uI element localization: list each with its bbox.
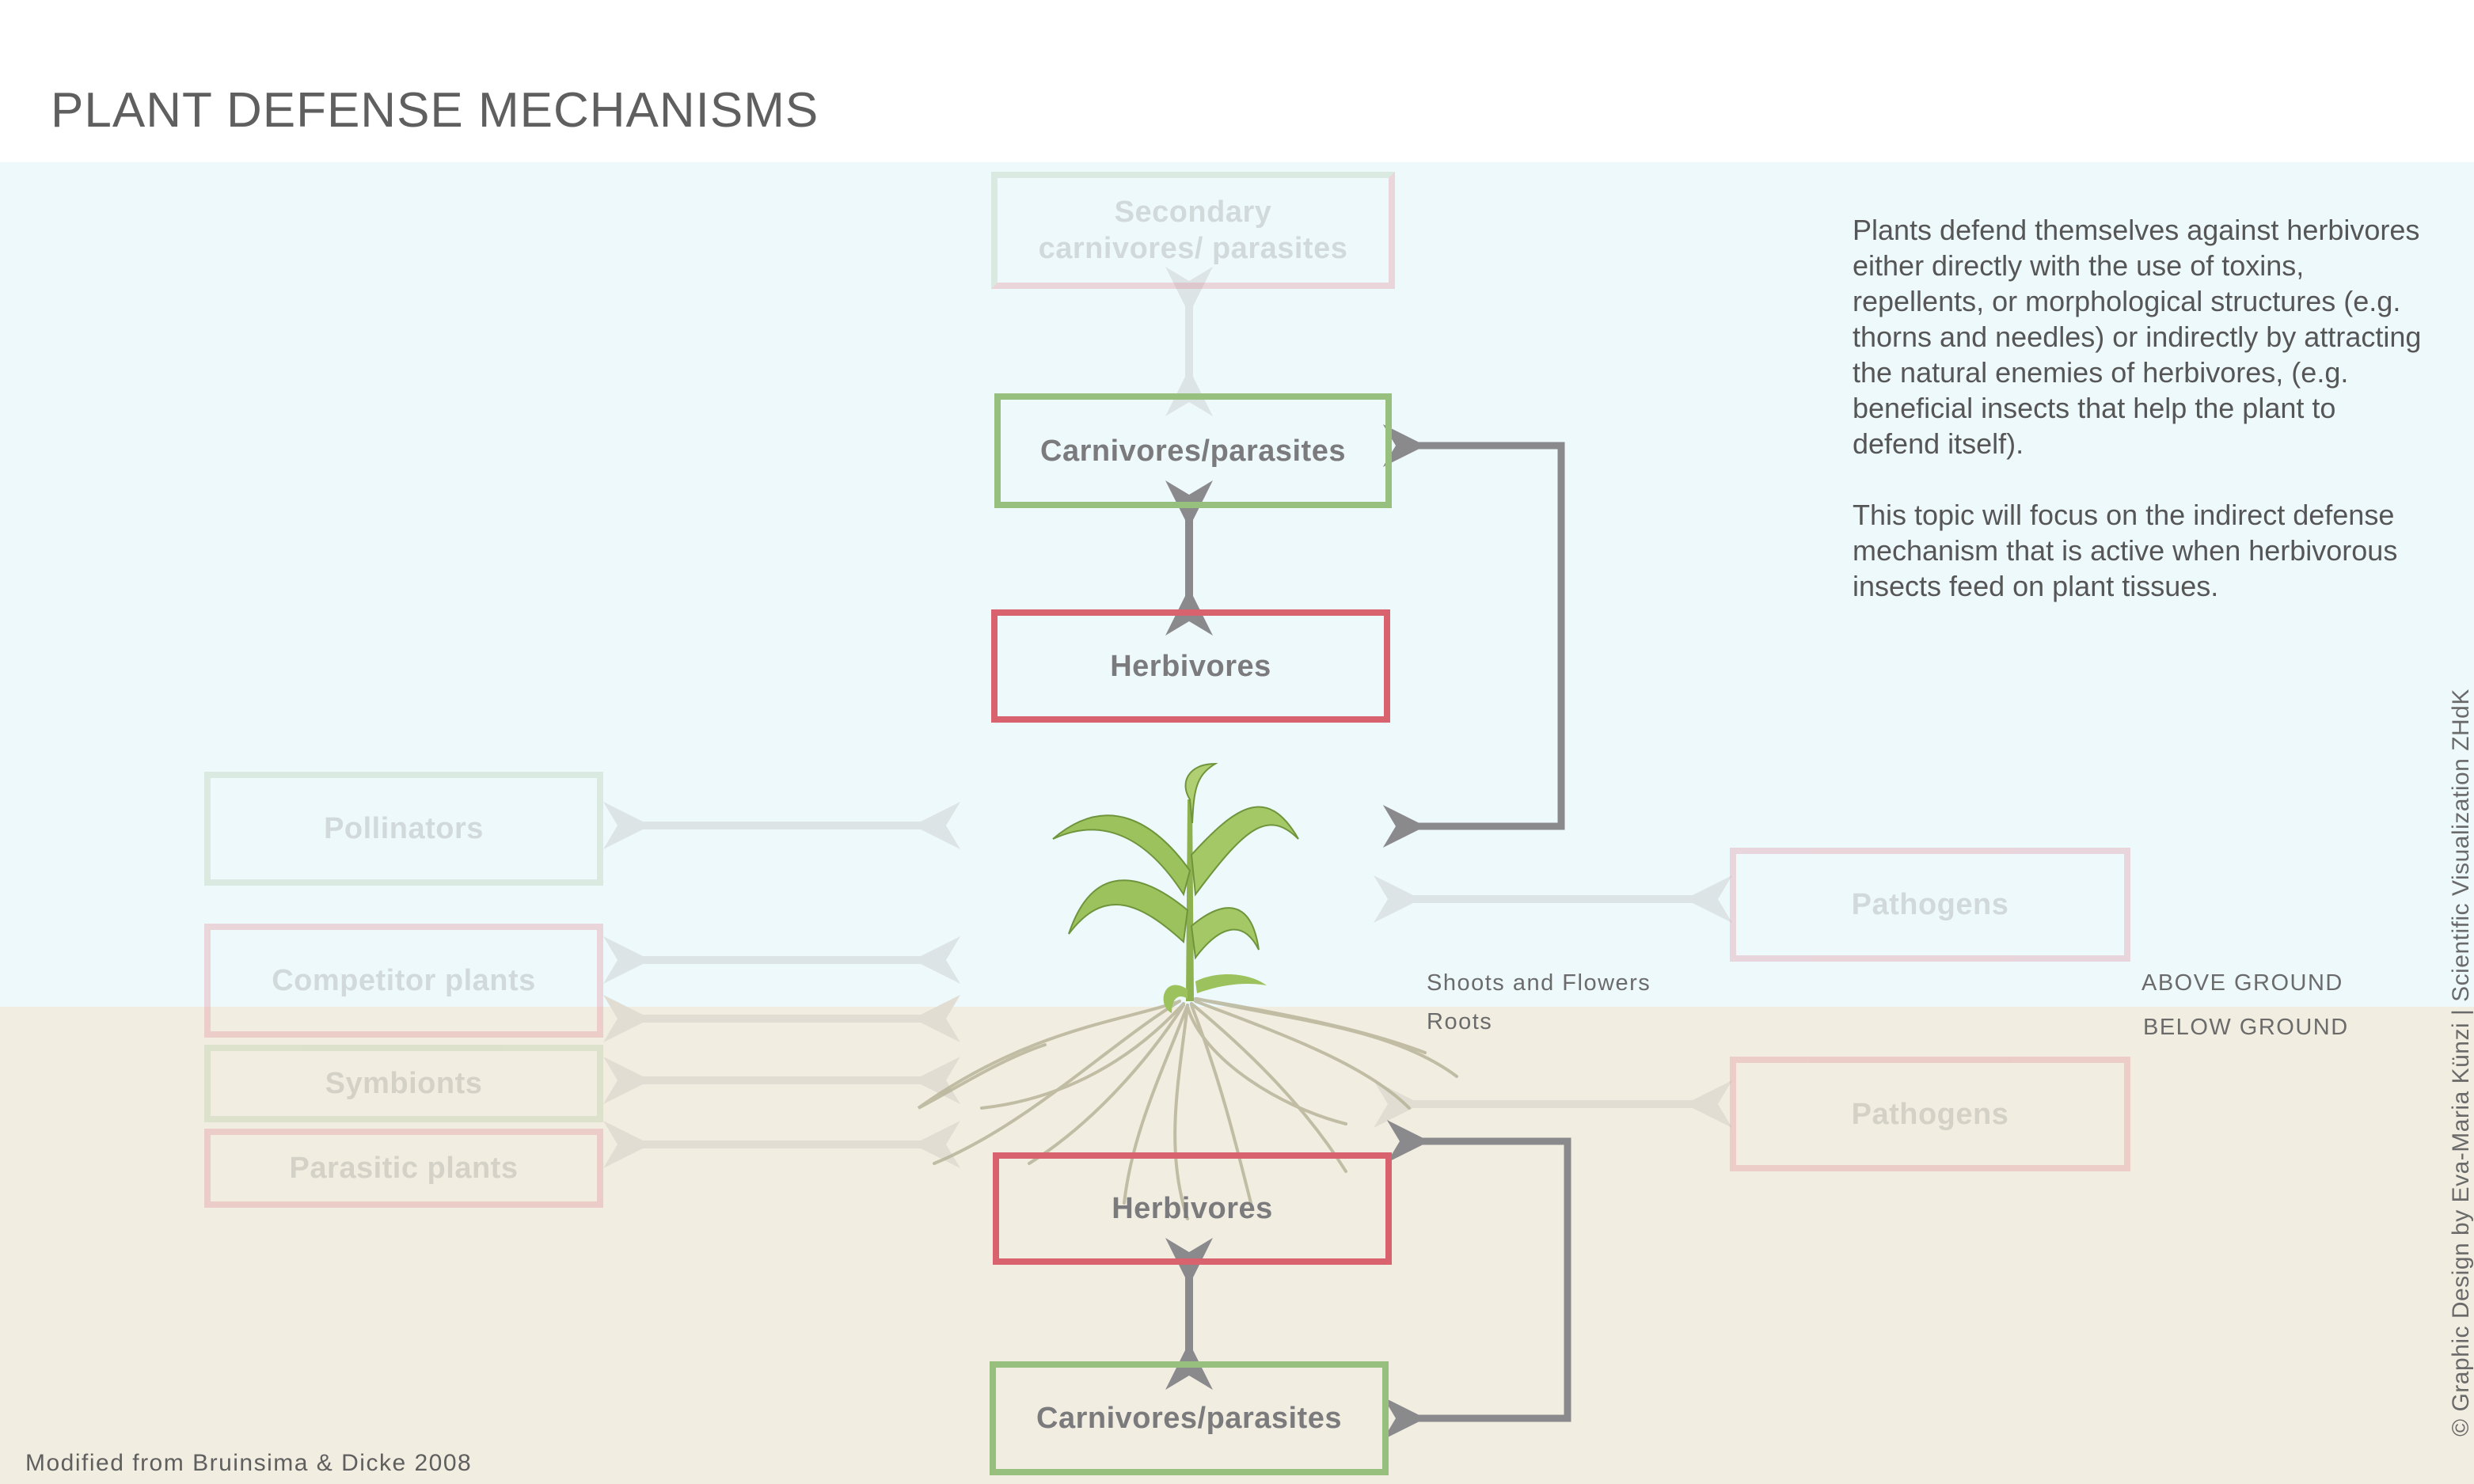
roots-illustration (917, 997, 1458, 1220)
plant-illustration (917, 762, 1458, 1220)
parasitic-plants-box: Parasitic plants (204, 1129, 603, 1208)
competitor-plants-box: Competitor plants (204, 924, 603, 1038)
herbivores-above-box: Herbivores (991, 609, 1390, 723)
herbivores-above-label: Herbivores (1110, 649, 1271, 683)
below-ground-label: BELOW GROUND (2143, 1015, 2349, 1040)
symbionts-label: Symbionts (325, 1067, 483, 1100)
feedback-arrow-above (1382, 424, 1565, 848)
secondary-carnivores-box: Secondary carnivores/ parasites (991, 172, 1395, 289)
pathogens-above-box: Pathogens (1730, 848, 2130, 962)
secondary-carnivores-label: Secondary carnivores/ parasites (1038, 195, 1348, 265)
description-paragraph-2: This topic will focus on the indirect de… (1853, 499, 2398, 602)
carnivores-below-box: Carnivores/parasites (990, 1361, 1389, 1475)
below-ground-zone (0, 1007, 2474, 1484)
description-paragraph-1: Plants defend themselves against herbivo… (1853, 214, 2422, 460)
source-citation: Modified from Bruinsima & Dicke 2008 (25, 1450, 473, 1476)
competitor-plants-label: Competitor plants (272, 964, 536, 997)
symbionts-box: Symbionts (204, 1045, 603, 1122)
pathogens-below-label: Pathogens (1851, 1097, 2009, 1131)
description-text: Plants defend themselves against herbivo… (1853, 212, 2423, 640)
pollinators-label: Pollinators (324, 812, 484, 845)
shoot-illustration (1052, 762, 1299, 1013)
above-ground-zone (0, 162, 2474, 1007)
carnivores-below-label: Carnivores/parasites (1036, 1402, 1342, 1435)
above-ground-label: ABOVE GROUND (2141, 970, 2343, 996)
herbivores-below-label: Herbivores (1112, 1192, 1273, 1225)
carnivores-above-label: Carnivores/parasites (1040, 434, 1346, 468)
shoots-label: Shoots and Flowers (1427, 970, 1651, 996)
roots-label: Roots (1427, 1009, 1493, 1034)
pathogens-above-label: Pathogens (1851, 888, 2009, 921)
feedback-arrow-below (1382, 1120, 1571, 1440)
copyright-credit: © Graphic Design by Eva-Maria Künzi | Sc… (2448, 689, 2474, 1437)
carnivores-above-box: Carnivores/parasites (994, 393, 1392, 508)
herbivores-below-box: Herbivores (993, 1152, 1392, 1265)
page-title: PLANT DEFENSE MECHANISMS (51, 82, 819, 138)
pathogens-below-box: Pathogens (1730, 1057, 2130, 1171)
parasitic-plants-label: Parasitic plants (289, 1152, 519, 1185)
pollinators-box: Pollinators (204, 772, 603, 886)
